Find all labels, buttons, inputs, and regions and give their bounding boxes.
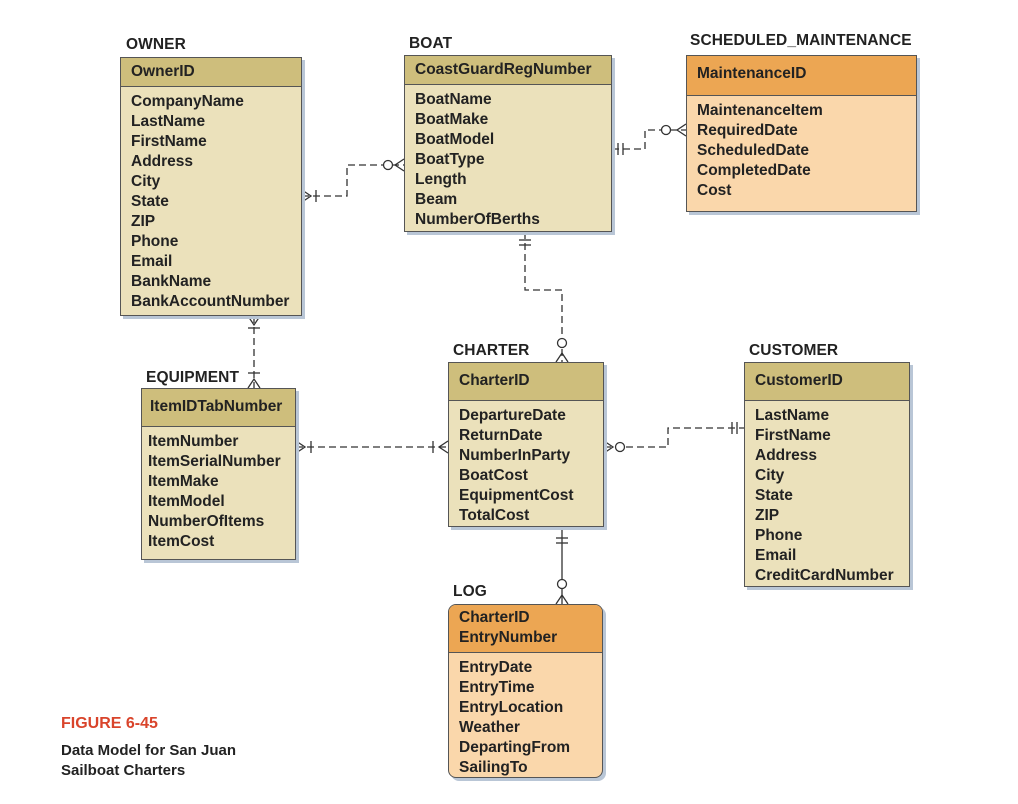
entity-key: OwnerID — [121, 58, 301, 87]
attribute-item: ItemSerialNumber — [148, 453, 281, 470]
attribute-item: CreditCardNumber — [755, 567, 894, 584]
owner-boat-relationship — [301, 158, 405, 203]
figure-number: FIGURE 6-45 — [61, 715, 158, 732]
entity-title-scheduled-maintenance: SCHEDULED_MAINTENANCE — [690, 32, 912, 49]
entity-key: CustomerID — [745, 363, 909, 401]
attribute-item: NumberInParty — [459, 447, 571, 464]
attribute-item: LastName — [131, 113, 206, 130]
attribute-item: Address — [755, 447, 818, 464]
figure-caption: Data Model for San Juan Sailboat Charter… — [61, 742, 237, 779]
entity-title-boat: BOAT — [409, 35, 453, 52]
attribute-item: City — [131, 173, 161, 190]
entity-key: ItemIDTabNumber — [142, 389, 295, 427]
attribute-item: Phone — [755, 527, 803, 544]
attribute-item: OwnerID — [131, 63, 195, 80]
boat-maintenance-relationship — [612, 123, 687, 155]
attribute-item: Email — [131, 253, 173, 270]
attribute-item: BoatCost — [459, 467, 528, 484]
attribute-item: CompanyName — [131, 93, 244, 110]
attribute-item: ItemModel — [148, 493, 225, 510]
attribute-item: BoatType — [415, 151, 485, 168]
owner-equipment-relationship — [247, 315, 261, 389]
entity-title-owner: OWNER — [126, 36, 186, 53]
attribute-item: ReturnDate — [459, 427, 543, 444]
attribute-item: Email — [755, 547, 797, 564]
attribute-item: SailingTo — [459, 759, 528, 776]
attribute-item: Cost — [697, 182, 732, 199]
attribute-item: CustomerID — [755, 372, 843, 389]
attribute-item: Beam — [415, 191, 458, 208]
attribute-item: ZIP — [755, 507, 780, 524]
attribute-item: EntryNumber — [459, 629, 558, 646]
attribute-item: LastName — [755, 407, 830, 424]
charter-customer-relationship — [603, 422, 744, 454]
attribute-item: ItemNumber — [148, 433, 239, 450]
attribute-item: CharterID — [459, 609, 530, 626]
entity-title-charter: CHARTER — [453, 342, 530, 359]
attribute-item: State — [755, 487, 793, 504]
attribute-item: ZIP — [131, 213, 156, 230]
entity-key: CharterID EntryNumber — [449, 605, 602, 653]
attribute-item: FirstName — [131, 133, 207, 150]
attribute-item: ItemCost — [148, 533, 215, 550]
attribute-item: EntryLocation — [459, 699, 564, 716]
attribute-item: EntryTime — [459, 679, 535, 696]
attribute-item: City — [755, 467, 785, 484]
entity-title-equipment: EQUIPMENT — [146, 369, 240, 386]
attribute-item: BoatName — [415, 91, 492, 108]
entity-title-log: LOG — [453, 583, 487, 600]
entity-key: CoastGuardRegNumber — [405, 56, 611, 85]
attribute-item: Length — [415, 171, 467, 188]
attribute-item: NumberOfItems — [148, 513, 265, 530]
attribute-item: TotalCost — [459, 507, 530, 524]
attribute-item: BoatMake — [415, 111, 489, 128]
attribute-item: MaintenanceID — [697, 65, 807, 82]
boat-charter-relationship — [519, 232, 569, 363]
entity-key: MaintenanceID — [687, 56, 916, 96]
attribute-item: BankAccountNumber — [131, 293, 290, 310]
attribute-item: Weather — [459, 719, 520, 736]
attribute-item: BoatModel — [415, 131, 495, 148]
equipment-charter-relationship — [295, 440, 449, 454]
attribute-item: MaintenanceItem — [697, 102, 823, 119]
attribute-item: CharterID — [459, 372, 530, 389]
attribute-item: CompletedDate — [697, 162, 811, 179]
attribute-item: DepartureDate — [459, 407, 566, 424]
attribute-item: BankName — [131, 273, 212, 290]
attribute-item: ItemIDTabNumber — [150, 398, 283, 415]
entity-title-customer: CUSTOMER — [749, 342, 839, 359]
attribute-item: EquipmentCost — [459, 487, 574, 504]
attribute-item: FirstName — [755, 427, 831, 444]
attribute-item: NumberOfBerths — [415, 211, 540, 228]
attribute-item: Address — [131, 153, 194, 170]
entity-key: CharterID — [449, 363, 603, 401]
attribute-item: State — [131, 193, 169, 210]
attribute-item: CoastGuardRegNumber — [415, 61, 592, 78]
attribute-item: RequiredDate — [697, 122, 798, 139]
attribute-item: DepartingFrom — [459, 739, 571, 756]
attribute-item: ItemMake — [148, 473, 219, 490]
attribute-item: Phone — [131, 233, 179, 250]
attribute-item: ScheduledDate — [697, 142, 809, 159]
attribute-item: EntryDate — [459, 659, 533, 676]
charter-log-relationship — [555, 527, 569, 605]
